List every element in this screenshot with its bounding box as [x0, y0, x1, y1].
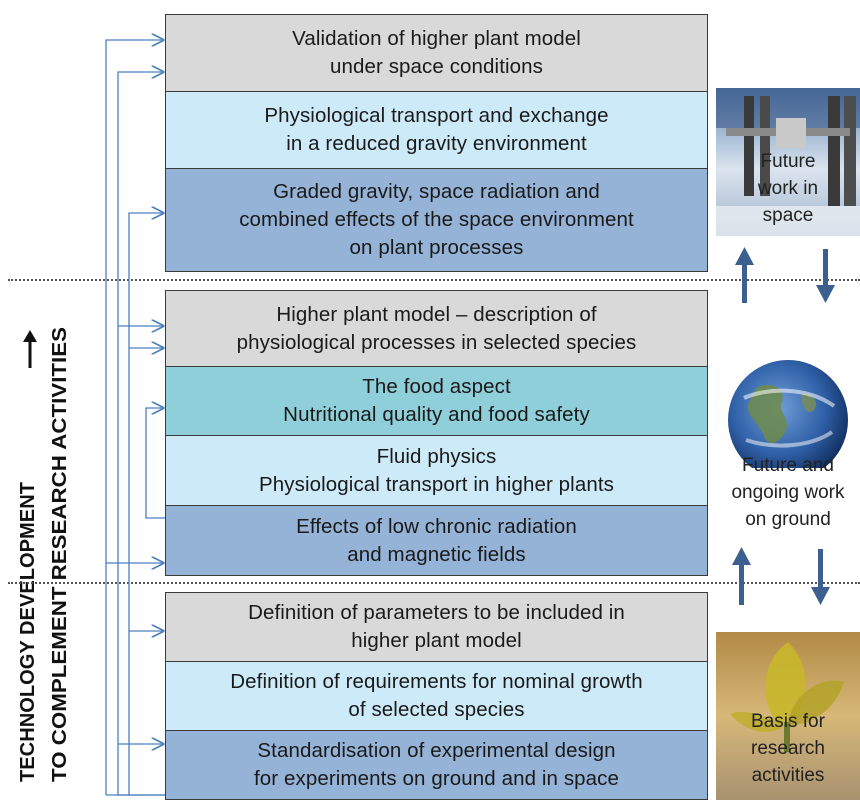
plant-leaf-icon — [716, 632, 860, 800]
box-food-aspect: The food aspect Nutritional quality and … — [165, 366, 708, 436]
box-fluid-physics: Fluid physics Physiological transport in… — [165, 435, 708, 506]
flow-arrows-upper — [735, 247, 835, 303]
box-graded-gravity: Graded gravity, space radiation and comb… — [165, 168, 708, 272]
box-higher-plant-model: Higher plant model – description of phys… — [165, 290, 708, 367]
flow-arrows-lower — [732, 547, 830, 605]
box-definition-parameters: Definition of parameters to be included … — [165, 592, 708, 662]
side-label-arrow-icon — [23, 330, 37, 368]
down-arrow-icon — [816, 249, 835, 303]
side-label: TECHNOLOGY DEVELOPMENT TO COMPLEMENT RES… — [2, 322, 82, 792]
earth-image — [716, 358, 860, 480]
up-arrow-icon — [735, 247, 754, 303]
separator-space-ground — [8, 279, 860, 281]
box-definition-requirements: Definition of requirements for nominal g… — [165, 661, 708, 731]
caption-basis: Basis for research activities — [751, 711, 825, 786]
box-transport-reduced-gravity: Physiological transport and exchange in … — [165, 91, 708, 169]
box-low-chronic-radiation: Effects of low chronic radiation and mag… — [165, 505, 708, 576]
earth-globe-icon — [728, 360, 848, 480]
plant-image — [716, 632, 860, 800]
side-label-line1: TECHNOLOGY DEVELOPMENT — [17, 482, 39, 782]
up-arrow-icon — [732, 547, 751, 605]
space-station-image — [716, 88, 860, 236]
box-validation-space: Validation of higher plant model under s… — [165, 14, 708, 92]
caption-space: Future work in space — [757, 151, 819, 226]
caption-ground: Future and ongoing work on ground — [731, 455, 845, 530]
down-arrow-icon — [811, 549, 830, 605]
box-standardisation: Standardisation of experimental design f… — [165, 730, 708, 800]
side-label-line2: TO COMPLEMENT RESEARCH ACTIVITIES — [49, 327, 71, 782]
separator-ground-basis — [8, 582, 860, 584]
space-station-icon — [716, 88, 860, 236]
